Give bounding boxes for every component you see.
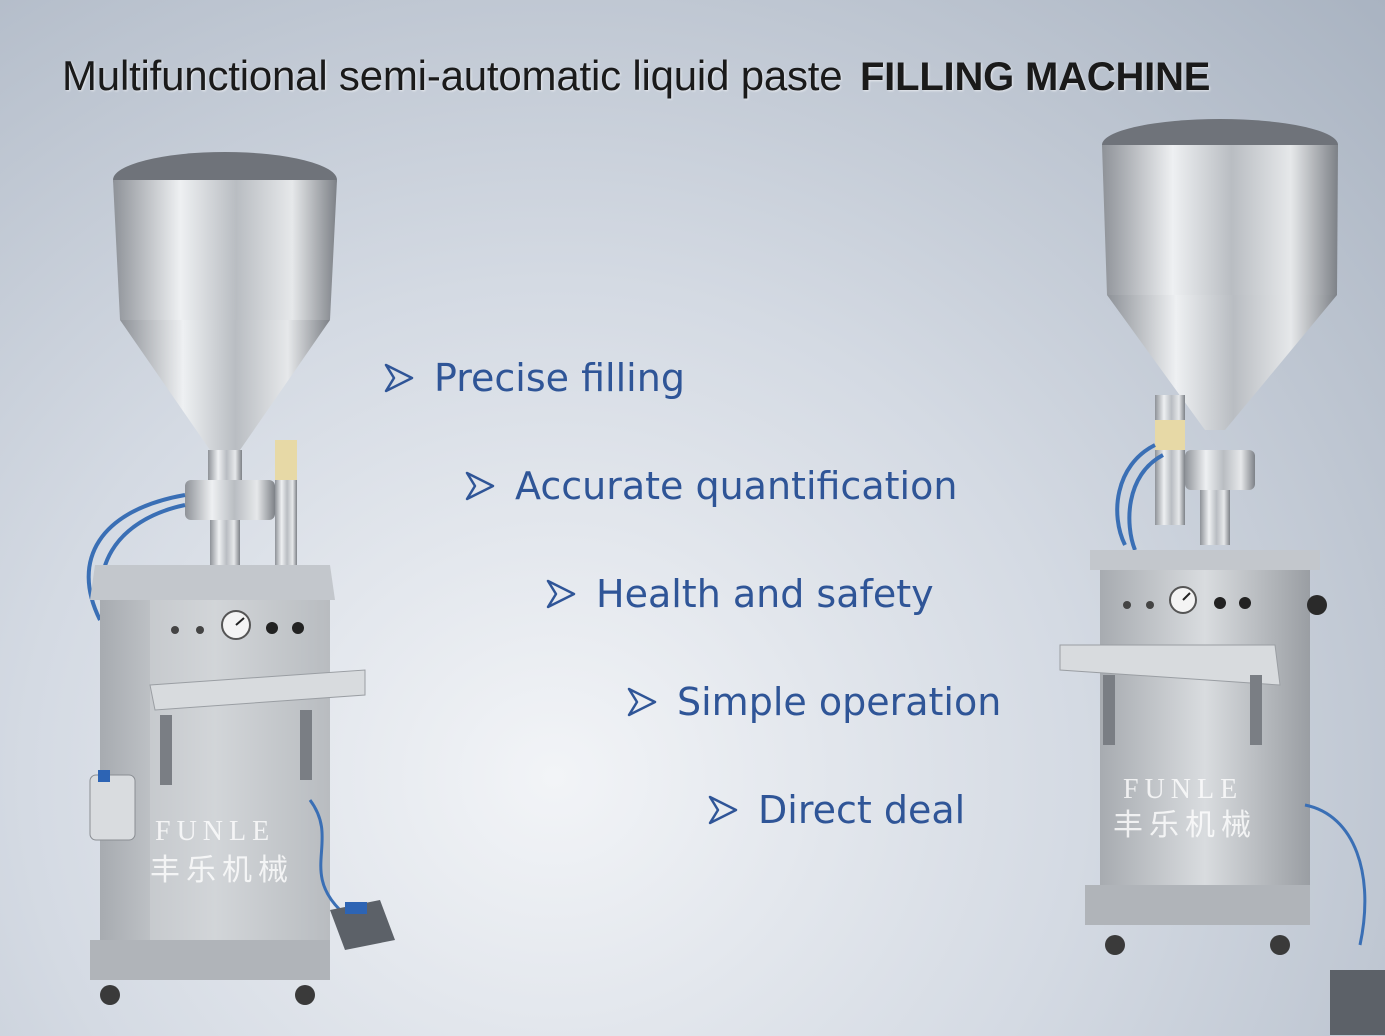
arrowhead-bullet-icon	[627, 687, 657, 717]
left-watermark-chinese: 丰乐机械	[150, 854, 294, 887]
feature-label: Health and safety	[596, 572, 934, 616]
left-filling-machine-image: FUNLE 丰乐机械	[86, 152, 395, 1005]
feature-item-health-and-safety: Health and safety	[546, 572, 934, 616]
title-bold: FILLING MACHINE	[859, 55, 1211, 99]
right-watermark-chinese: 丰乐机械	[1113, 809, 1257, 842]
feature-item-simple-operation: Simple operation	[627, 680, 1001, 724]
feature-item-accurate-quantification: Accurate quantification	[465, 464, 957, 508]
left-watermark-brand: FUNLE	[155, 816, 275, 847]
arrowhead-bullet-icon	[465, 471, 495, 501]
feature-label: Accurate quantification	[515, 464, 958, 508]
feature-item-direct-deal: Direct deal	[708, 788, 965, 832]
feature-label: Precise filling	[434, 356, 685, 400]
right-watermark-brand: FUNLE	[1123, 774, 1243, 805]
arrowhead-bullet-icon	[708, 795, 738, 825]
banner-title: Multifunctional semi-automatic liquid pa…	[62, 52, 1362, 100]
title-regular: Multifunctional semi-automatic liquid pa…	[62, 52, 843, 99]
arrowhead-bullet-icon	[546, 579, 576, 609]
feature-label: Simple operation	[677, 680, 1002, 724]
feature-item-precise-filling: Precise filling	[384, 356, 685, 400]
arrowhead-bullet-icon	[384, 363, 414, 393]
right-filling-machine-image: FUNLE 丰乐机械	[1059, 119, 1385, 1035]
feature-label: Direct deal	[758, 788, 966, 832]
